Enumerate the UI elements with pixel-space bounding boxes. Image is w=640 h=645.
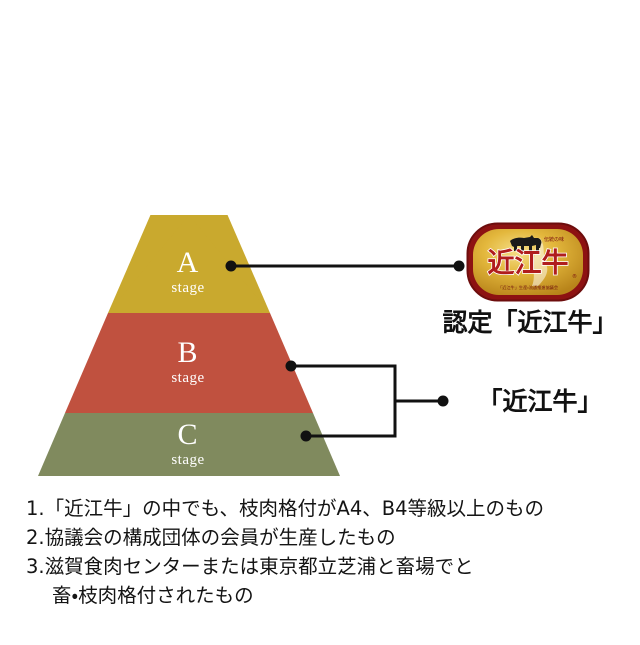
- criteria-2-number: 2.: [26, 526, 45, 549]
- tier-a-sublabel: stage: [171, 280, 205, 296]
- tier-a-label: A stage: [158, 248, 218, 296]
- page-subtitle: （近江牛の認証）: [203, 162, 436, 195]
- quality-banner: 最高品質の証: [209, 30, 431, 75]
- seal-main-text: 近江牛: [488, 248, 569, 279]
- connector-bracket: [285, 360, 449, 442]
- callout-label-certified: 認定「近江牛」: [442, 308, 618, 337]
- omi-beef-seal-icon: 伝統の味 近江牛 ® 「近江牛」生産・流通推進協議会: [466, 222, 590, 302]
- tier-b-letter: B: [177, 336, 199, 369]
- seal-top-text: 伝統の味: [544, 236, 564, 243]
- tier-b-label: B stage: [158, 338, 218, 386]
- tier-b-sublabel: stage: [171, 370, 205, 386]
- criteria-item-2: 2.協議会の構成団体の会員が生産したもの: [26, 523, 626, 552]
- seal-bottom-text: 「近江牛」生産・流通推進協議会: [498, 284, 559, 291]
- criteria-item-1: 1.「近江牛」の中でも、枝肉格付がA4、B4等級以上のもの: [26, 494, 626, 523]
- criteria-list: 1.「近江牛」の中でも、枝肉格付がA4、B4等級以上のもの 2.協議会の構成団体…: [26, 494, 626, 610]
- registered-mark: ®: [572, 273, 577, 280]
- callout-label-omigyu: 「近江牛」: [477, 387, 603, 416]
- criteria-item-3: 3.滋賀食肉センターまたは東京都立芝浦と畜場でと: [26, 552, 626, 581]
- tier-c-sublabel: stage: [171, 452, 205, 468]
- cow-silhouette-icon: [510, 235, 542, 251]
- criteria-1-text: 「近江牛」の中でも、枝肉格付がA4、B4等級以上のもの: [44, 497, 545, 520]
- page-title: 認定近江牛: [157, 78, 483, 151]
- criteria-item-3-cont: 畜・枝肉格付されたもの: [26, 581, 626, 610]
- criteria-1-number: 1.: [26, 497, 45, 520]
- criteria-2-text: 協議会の構成団体の会員が生産したもの: [44, 526, 396, 549]
- tier-c-letter: C: [177, 418, 199, 451]
- tier-a-letter: A: [176, 246, 200, 279]
- criteria-3-number: 3.: [26, 555, 45, 578]
- tier-c-label: C stage: [158, 420, 218, 468]
- criteria-3-text: 滋賀食肉センターまたは東京都立芝浦と畜場でと: [44, 555, 474, 578]
- connector-a-to-logo: [225, 260, 465, 272]
- criteria-3-cont-text: 畜・枝肉格付されたもの: [52, 584, 254, 607]
